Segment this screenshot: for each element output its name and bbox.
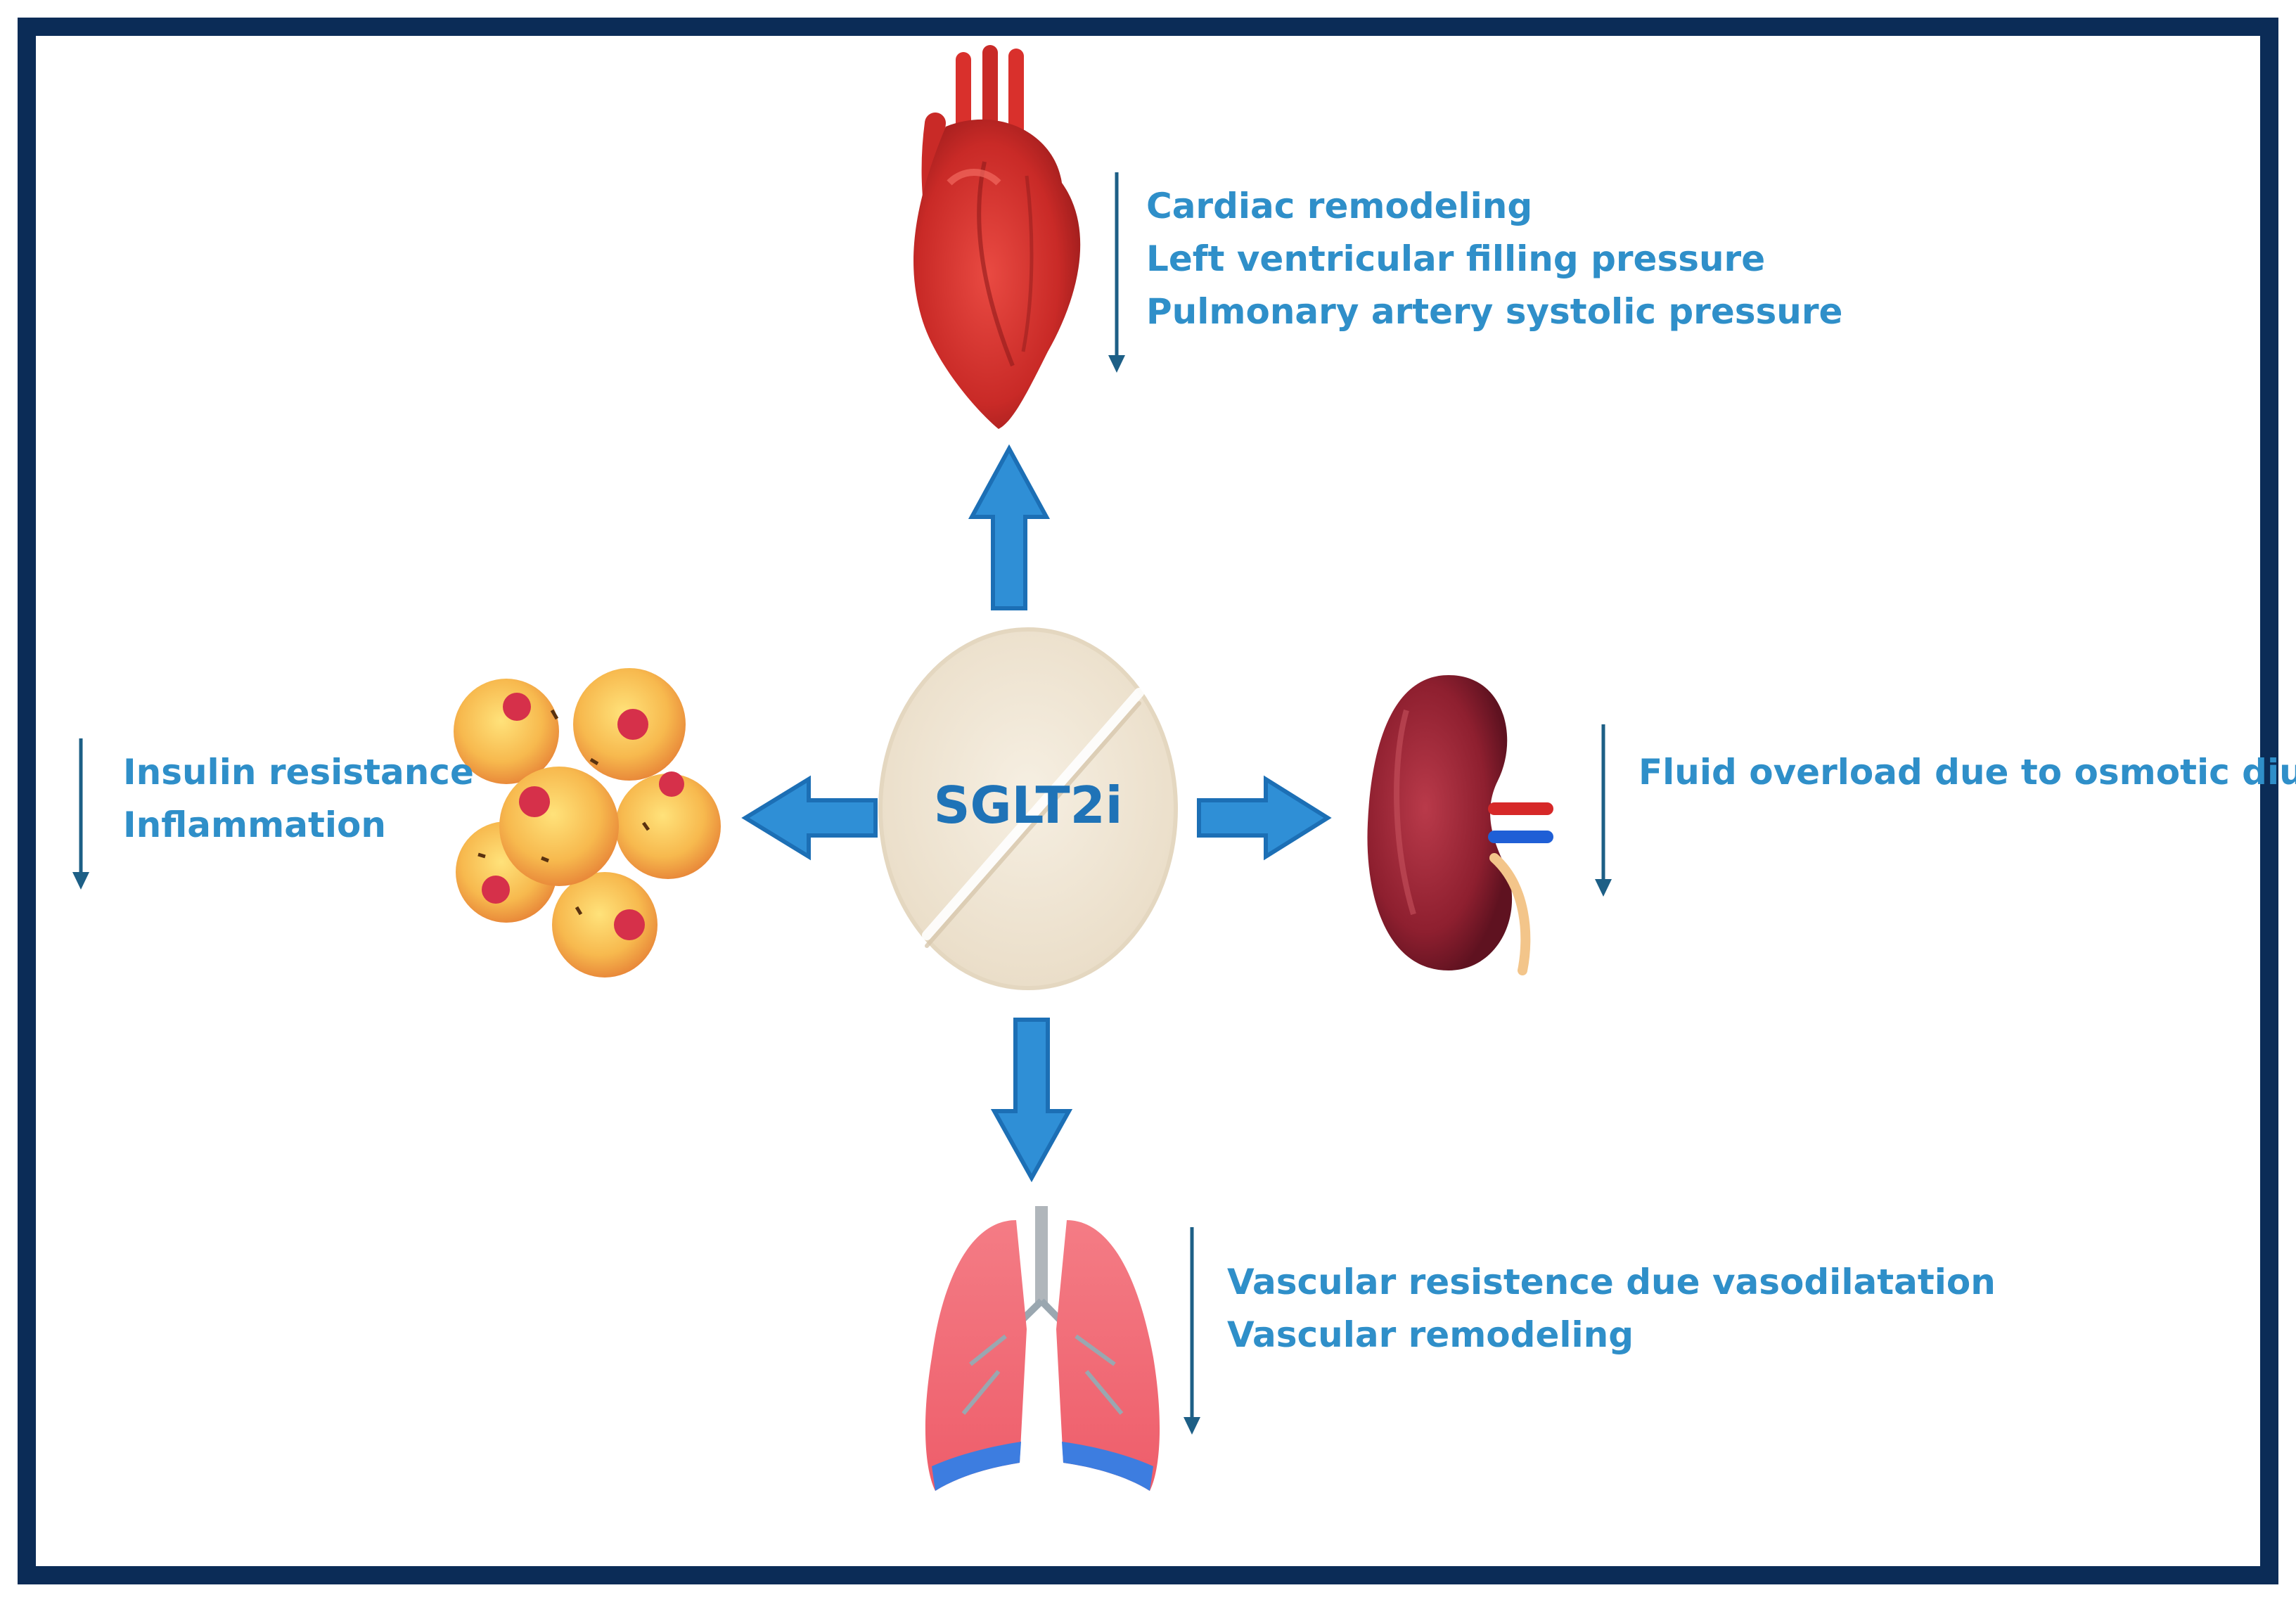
pill-icon [878,627,1178,990]
arrow-up-icon [968,444,1051,610]
decrease-arrowhead-icon [1184,1417,1200,1435]
heart-effect-3: Pulmonary artery systolic pressure [1146,291,1842,332]
heart-effect-1: Cardiac remodeling [1146,186,1532,226]
heart-icon [913,45,1081,429]
adipose-effect-1: Insulin resistance [123,752,474,793]
arrow-right-icon [1197,775,1332,861]
lungs-icon [925,1206,1160,1491]
arrow-down-icon [990,1018,1073,1183]
kidney-effect-1: Fluid overload due to osmotic diuresis [1638,752,2296,793]
lungs-effect-1: Vascular resistence due vasodilatation [1227,1262,1996,1302]
center-label: SGLT2i [934,776,1123,835]
decrease-arrowhead-icon [72,872,89,890]
adipose-effect-2: Inflammation [123,805,386,845]
decrease-arrowhead-icon [1595,879,1612,897]
lungs-effect-2: Vascular remodeling [1227,1314,1634,1355]
arrow-left-icon [741,775,878,861]
adipose-cells-icon [454,668,721,978]
kidney-icon [1367,675,1553,975]
heart-effect-2: Left ventricular filling pressure [1146,238,1765,279]
decrease-arrowhead-icon [1108,355,1125,373]
